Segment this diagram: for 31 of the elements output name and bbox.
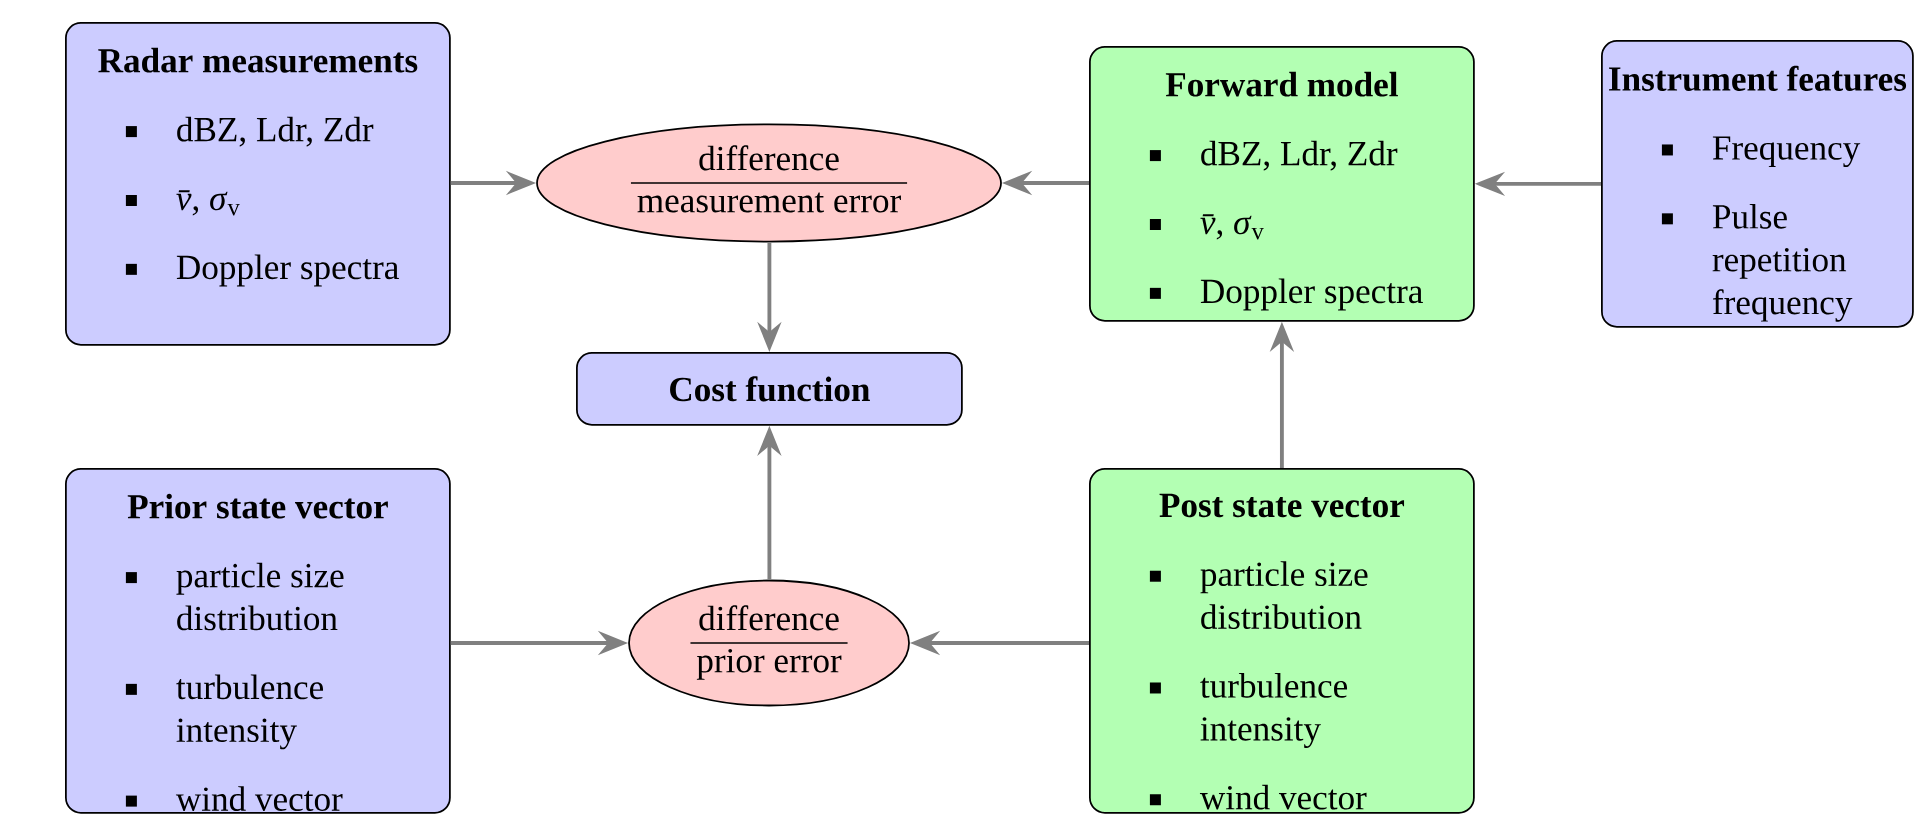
- fraction-text: prior error: [696, 648, 842, 680]
- list-item: v̄, σ$_{v}$: [1149, 214, 1264, 240]
- process-box: Cost function: [576, 352, 963, 426]
- ratio-ellipse: [628, 579, 910, 707]
- list-item: Doppler spectra: [1149, 278, 1423, 311]
- list-box: [1089, 468, 1475, 814]
- box-title: Forward model: [1165, 71, 1398, 97]
- ratio-ellipse: [536, 123, 1002, 243]
- list-box: [1089, 46, 1475, 322]
- box-title: Instrument features: [1609, 65, 1907, 92]
- list-item: dBZ, Ldr, Zdr: [1149, 140, 1398, 171]
- list-item: wind vector: [1149, 784, 1367, 810]
- list-item: particle size distribution: [1149, 561, 1368, 629]
- list-item: turbulence intensity: [125, 674, 323, 750]
- box-title: Prior state vector: [127, 493, 388, 519]
- list-item: turbulence intensity: [1149, 673, 1348, 748]
- list-box: [65, 22, 451, 346]
- list-box: [1601, 40, 1914, 328]
- fraction-text: difference: [699, 145, 839, 171]
- fraction-text: difference: [699, 605, 839, 631]
- list-box: [65, 468, 451, 814]
- list-item: v̄, σ$_{v}$: [125, 190, 240, 216]
- list-item: particle size distribution: [125, 562, 344, 631]
- list-item: Frequency: [1661, 136, 1861, 168]
- list-item: dBZ, Ldr, Zdr: [125, 116, 374, 147]
- list-item: Doppler spectra: [125, 254, 399, 287]
- box-title: Radar measurements: [98, 47, 418, 73]
- fraction-text: measurement error: [637, 192, 901, 213]
- list-item: Pulse repetition frequency: [1661, 203, 1853, 322]
- list-item: wind vector: [125, 786, 343, 811]
- box-title: Post state vector: [1159, 493, 1405, 518]
